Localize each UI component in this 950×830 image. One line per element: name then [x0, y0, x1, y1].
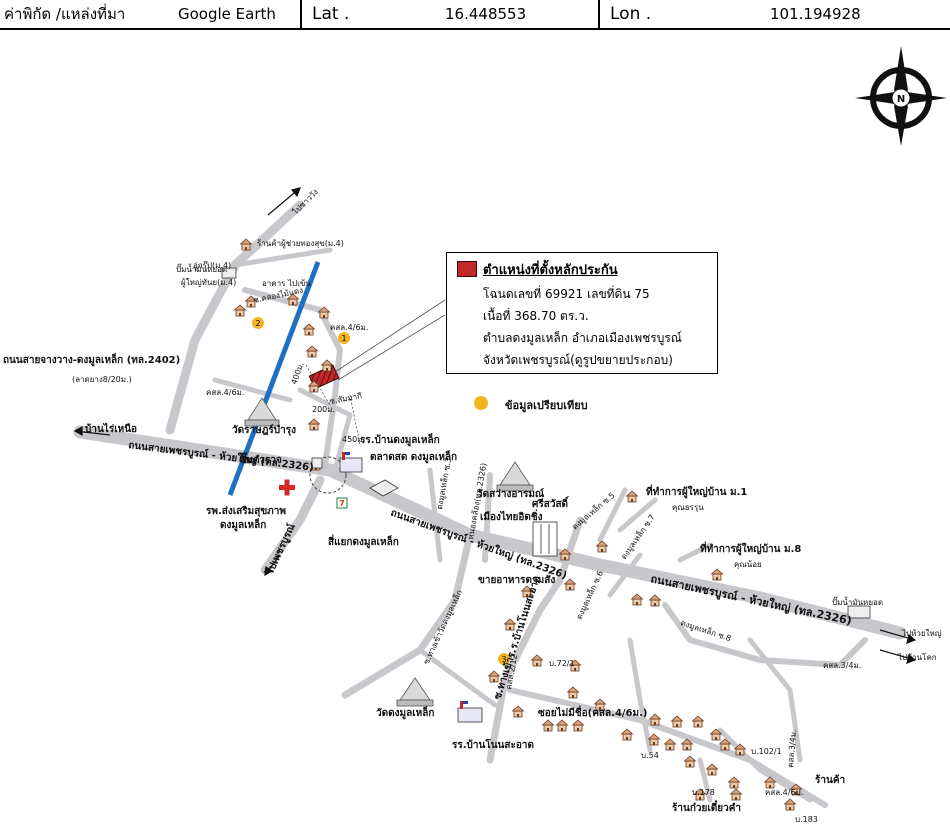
label-shop-top: ร้านค้าผู้ช่วยทองสุข(ม.4)	[257, 239, 344, 249]
label-shop-right: ร้านค้า	[815, 774, 845, 786]
comparable-point-1: 1	[338, 332, 350, 344]
svg-text:7: 7	[339, 499, 345, 508]
label-pump-left: ปั๊มน้ำมันหยอด	[176, 263, 227, 274]
label-village-office-8b: คุณน้อย	[734, 560, 762, 569]
label-dist-200: 200ม.	[312, 405, 335, 414]
shop-icon	[532, 521, 558, 557]
school-icon	[457, 701, 483, 723]
label-building: อาคาร ไปเข้น	[262, 279, 311, 288]
label-main-road-e: ถนนสายเพชรบูรณ์ - ห้วยใหญ่ (ทล.2326)	[649, 571, 853, 628]
legend-district: ตำบลดงมูลเหล็ก อำเภอเมืองเพชรบูรณ์	[483, 331, 682, 345]
gas-station-icon	[221, 267, 237, 279]
lon-label: Lon .	[610, 4, 652, 24]
temple-icon	[496, 461, 534, 492]
label-soi-maimi: ซอยไม่มีชื่อ(คสล.4/6ม.)	[538, 705, 647, 719]
label-school-nonsaat: รร.บ้านโนนสะอาด	[452, 738, 534, 751]
legend-title: ตำแหน่งที่ตั้งหลักประกัน	[483, 263, 618, 278]
label-soi-6: ดงมูลเหล็ก ซ.6	[574, 569, 606, 621]
label-pump-right: ปั๊มน้ำมันหยอด	[832, 596, 883, 607]
direction-arrows	[73, 187, 917, 664]
label-soi-4-6-a: คสล.4/6ม.	[330, 323, 368, 332]
canal	[227, 261, 321, 496]
label-hospital: รพ.ส่งเสริมสุขภาพ	[206, 505, 286, 517]
label-mueang-thai: เมืองไทยอิดชิ่ง	[480, 509, 543, 523]
label-road-wang-sub: (ลาดยาง8/20ม.)	[72, 375, 132, 384]
label-school-dong: รร.บ้านดงมูลเหล็ก	[360, 432, 440, 447]
label-dist-400: 400ม.	[289, 361, 305, 386]
label-temple-rat: วัดราษฎร์บำรุง	[232, 424, 296, 436]
coordinate-header: ค่าพิกัด /แหล่งที่มา Google Earth Lat . …	[0, 0, 950, 30]
label-comp3-house: บ.72/1	[549, 659, 575, 668]
svg-text:2: 2	[255, 319, 260, 328]
comparable-legend-marker	[474, 396, 488, 410]
label-soi-4-6-b: คสล.4/6ม.	[206, 388, 244, 397]
comparable-point-2: 2	[252, 317, 264, 329]
label-market: ตลาดสด ดงมูลเหล็ก	[370, 449, 457, 464]
label-soi-5: ดงมูลเหล็ก ซ.5	[570, 490, 617, 532]
label-h102: บ.102/1	[751, 747, 782, 756]
label-hospital-2: ดงมูลเหล็ก	[220, 517, 266, 532]
label-noodle: ร้านก๋วยเตี๋ยวคำ	[672, 800, 741, 814]
svg-text:N: N	[897, 94, 905, 105]
comparable-legend-text: ข้อมูลเปรียบเทียบ	[505, 399, 588, 412]
label-temple-dong: วัดดงมูลเหล็ก	[376, 705, 434, 720]
svg-text:1: 1	[341, 334, 346, 343]
label-house-top: อู่กรุ๊ป(ม.4)	[193, 260, 231, 271]
label-soi-3-4-b: คสล.3/4ม.	[786, 729, 798, 768]
label-road-wang: ถนนสายจางวาง-ดงมูลเหล็ก (ทล.2402)	[3, 352, 180, 367]
label-food-shop: ขายอาหารตามสั่ง	[478, 572, 555, 586]
label-to-phetchabun: ไปเพชรบูรณ์	[263, 521, 299, 578]
label-sri-sawat: ศรีสวัสดิ์	[532, 496, 570, 510]
svg-text:3: 3	[501, 655, 506, 664]
police-icon	[311, 457, 323, 469]
header-divider	[300, 0, 302, 30]
label-to-huaiyai: ไปห้วยใหญ่	[901, 629, 942, 638]
label-h54: บ.54	[641, 751, 659, 760]
lat-value: 16.448553	[445, 5, 527, 23]
label-to-bankok: ไปบ้านโคก	[897, 652, 937, 662]
label-dist-450: 450ม.	[342, 435, 365, 444]
label-village-office-1b: คุณธรรุน	[672, 503, 704, 512]
label-soi-3: ดงมูลเหล็ก ซ.3	[434, 457, 454, 511]
label-soi-4-6-c: คสล.4/6ม.	[765, 788, 803, 797]
hospital-icon	[279, 479, 295, 496]
label-village-office-1: ที่ทำการผู้ใหญ่บ้าน ม.1	[646, 484, 747, 499]
legend-deed: โฉนดเลขที่ 69921 เลขที่ดิน 75	[483, 287, 650, 301]
label-soi-3-4-a: คสล.3/4ม.	[823, 661, 861, 670]
lat-label: Lat .	[312, 4, 350, 24]
school-icon	[339, 452, 363, 473]
label-pump-tamruat: ปั๊มตำรวจ	[240, 452, 282, 466]
coord-source-value: Google Earth	[178, 5, 276, 23]
temple-icon	[396, 677, 434, 707]
header-divider	[598, 0, 600, 30]
junction-marker	[309, 456, 347, 494]
label-temple-sawang: วัดสว่างอารมณ์	[477, 488, 545, 500]
coord-source-label: ค่าพิกัด /แหล่งที่มา	[4, 5, 126, 23]
comparable-point-3: 3	[498, 653, 510, 665]
temple-icon	[244, 397, 280, 427]
convenience-store-icon: 7	[336, 497, 348, 509]
label-village-head-4: ผู้ใหญ่ทันย(ม.4)	[181, 278, 236, 288]
market-icon	[369, 479, 399, 497]
collateral-legend: ตำแหน่งที่ตั้งหลักประกัน โฉนดเลขที่ 6992…	[446, 252, 718, 374]
label-soi-bannon2: ซ.ทางเข้าร.ร.บ้านโนนสะอาด	[490, 574, 542, 701]
north-compass-icon: N	[855, 46, 947, 146]
label-h183: บ.183	[795, 815, 818, 824]
label-h178: บ.178	[692, 788, 715, 797]
collateral-swatch	[457, 261, 477, 277]
label-junction: สี่แยกดงมูลเหล็ก	[328, 534, 399, 549]
gas-station-icon	[847, 605, 871, 619]
legend-area: เนื้อที่ 368.70 ตร.ว.	[483, 309, 589, 323]
label-village-office-8: ที่ทำการผู้ใหญ่บ้าน ม.8	[700, 541, 801, 556]
legend-province: จังหวัดเพชรบูรณ์(ดูรูปขยายประกอบ)	[483, 353, 673, 367]
label-main-road-w: ถนนสายเพชรบูรณ์ - ห้วยใหญ่ (ทล.2326)	[128, 438, 315, 475]
label-to-bankai: บ้านไร่เหนือ	[85, 422, 137, 435]
lon-value: 101.194928	[770, 5, 861, 23]
label-soi-bannonsaat: ซ.ทางเข้าวัดดงมูลเหล็ก	[421, 588, 465, 666]
